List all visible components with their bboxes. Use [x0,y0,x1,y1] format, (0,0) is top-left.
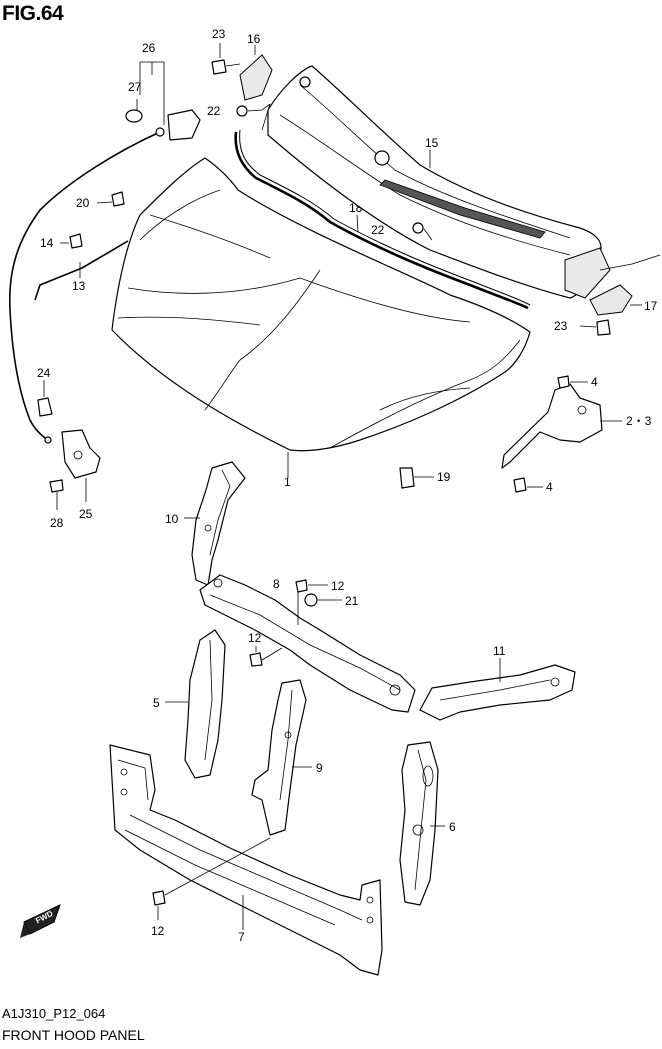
clip-24-part [37,380,53,417]
hood-panel-part [111,157,531,478]
member-6-part [399,741,445,906]
cowl-side-cover-part [239,45,273,101]
callout-7: 7 [238,930,245,944]
callout-24: 24 [37,366,51,380]
callout-22-upper: 22 [207,104,221,118]
callout-26: 26 [142,41,156,55]
figure-code: A1J310_P12_064 [2,1006,106,1021]
hood-stopper-19-part [399,467,434,489]
callout-10: 10 [165,512,179,526]
callout-5: 5 [153,696,160,710]
callout-22-lower: 22 [371,223,385,237]
upper-cross-member-8-part [199,574,416,713]
bolt-12-upper-part [295,579,328,593]
hood-seal-part [234,129,531,310]
callout-6: 6 [449,820,456,834]
fwd-arrow-icon: FWD [20,904,61,938]
hood-latch-25-part [61,429,101,502]
clip-23-upper-part [211,43,241,75]
member-5-part [165,629,226,779]
hinge-bolt-lower-part [513,477,543,493]
callout-21: 21 [345,594,359,608]
callout-17: 17 [644,299,658,313]
callout-23-lower: 23 [554,319,568,333]
hood-support-rod-13-part [34,240,129,301]
callout-19: 19 [437,470,451,484]
callout-13: 13 [72,279,86,293]
callout-25: 25 [79,507,93,521]
cowl-panel-part [267,65,661,299]
side-member-11-part [419,658,576,721]
clip-23-lower-part [579,319,611,336]
bolt-12-lower-part [152,837,271,920]
cable-clamp-20-part [96,191,125,207]
callout-2-3: 2・3 [626,414,652,428]
bolt-12-middle-part [249,646,283,667]
callout-8: 8 [273,577,280,591]
callout-23-upper: 23 [212,27,226,41]
hood-hinge-part [501,383,622,469]
callout-12-upper: 12 [331,579,345,593]
callout-15: 15 [425,136,439,150]
release-knob-27-part [125,99,143,123]
clip-22-upper-part [236,103,271,131]
callout-4-upper: 4 [591,375,598,389]
lower-frame-7-part [109,744,383,976]
hood-release-cable-part [8,61,201,444]
clip-22-lower-part [412,222,433,241]
callout-11: 11 [493,644,506,658]
callout-27: 27 [128,80,142,94]
cap-21-part [304,593,342,607]
member-9-part [251,679,312,836]
callout-9: 9 [316,761,323,775]
callout-4-lower: 4 [546,480,553,494]
callout-1: 1 [284,475,291,489]
callout-28: 28 [50,516,64,530]
callout-16: 16 [247,32,261,46]
figure-title: FIG.64 [2,2,64,25]
callout-20: 20 [76,196,90,210]
support-member-10-part [184,461,246,586]
figure-caption: FRONT HOOD PANEL [2,1027,145,1043]
rod-holder-14-part [60,233,83,249]
cowl-side-cover-right-part [589,284,642,316]
callout-12-lower: 12 [151,924,165,938]
bolt-28-part [49,479,64,510]
callout-14: 14 [40,236,54,250]
callout-12-middle: 12 [248,631,262,645]
hinge-bolt-upper-part [557,375,588,389]
